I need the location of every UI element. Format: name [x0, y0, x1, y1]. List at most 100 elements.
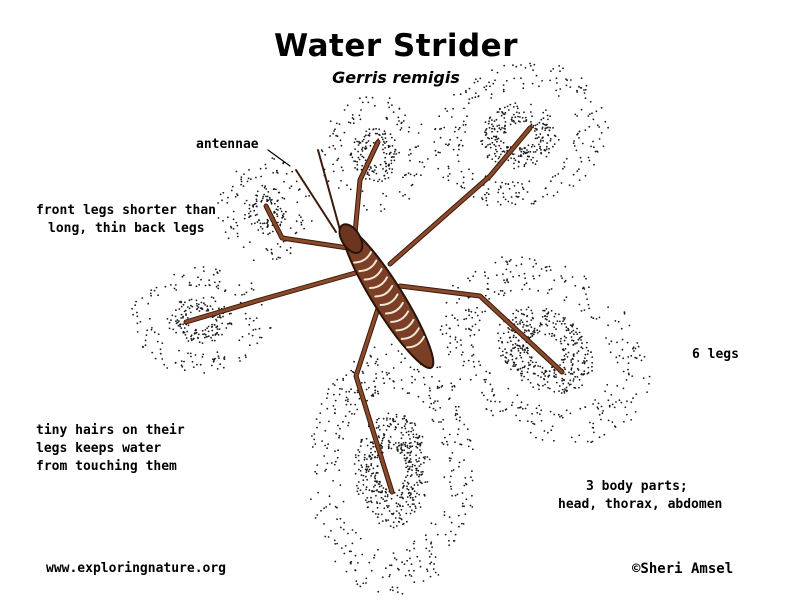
- abdomen-segment: [363, 267, 383, 281]
- stipple-dot: [389, 441, 391, 444]
- stipple-dot: [201, 342, 204, 344]
- stipple-dot: [485, 199, 488, 202]
- stipple-dot: [571, 276, 574, 278]
- stipple-dot: [168, 321, 171, 324]
- stipple-dot: [472, 346, 474, 348]
- stipple-dot: [243, 202, 246, 205]
- stipple-dot: [365, 582, 367, 584]
- stipple-dot: [398, 445, 400, 447]
- stipple-dot: [414, 507, 417, 509]
- stipple-dot: [405, 476, 407, 479]
- stipple-dot: [510, 157, 512, 160]
- stipple-dot: [313, 438, 316, 441]
- stipple-dot: [136, 311, 138, 314]
- stipple-dot: [590, 316, 593, 319]
- stipple-dot: [603, 433, 606, 436]
- stipple-dot: [544, 315, 546, 318]
- stipple-dot: [375, 127, 377, 130]
- stipple-dot: [403, 449, 405, 452]
- stipple-dot: [347, 121, 350, 124]
- stipple-dot: [400, 446, 403, 448]
- stipple-dot: [587, 349, 590, 352]
- stipple-dot: [608, 405, 611, 408]
- stipple-dot: [248, 207, 251, 210]
- stipple-dot: [588, 125, 591, 128]
- stipple-dot: [202, 266, 205, 268]
- stipple-dot: [528, 155, 530, 158]
- stipple-dot: [410, 430, 413, 433]
- stipple-dot: [349, 153, 352, 156]
- stipple-dot: [391, 104, 393, 106]
- stipple-dot: [386, 504, 388, 507]
- front-legs-label-line: front legs shorter than: [36, 203, 217, 218]
- stipple-dot: [559, 340, 562, 343]
- stipple-dot: [390, 343, 393, 346]
- stipple-dot: [262, 222, 264, 225]
- stipple-dot: [385, 491, 387, 494]
- stipple-dot: [446, 110, 449, 112]
- stipple-dot: [431, 375, 433, 378]
- stipple-dot: [527, 151, 530, 153]
- stipple-dot: [375, 172, 378, 175]
- stipple-dot: [366, 362, 369, 364]
- stipple-dot: [456, 182, 459, 185]
- stipple-dot: [401, 592, 404, 595]
- stipple-dot: [445, 332, 448, 335]
- stipple-dot: [583, 89, 585, 91]
- stipple-dot: [504, 281, 507, 284]
- stipple-dot: [568, 371, 570, 374]
- stipple-dot: [562, 378, 565, 381]
- stipple-dot: [588, 113, 591, 115]
- stipple-dot: [576, 115, 578, 117]
- stipple-dot: [578, 179, 581, 182]
- stipple-dot: [269, 198, 271, 201]
- stipple-dot: [170, 284, 172, 286]
- stipple-dot: [393, 153, 395, 155]
- stipple-dot: [208, 279, 211, 282]
- stipple-dot: [323, 507, 325, 510]
- stipple-dot: [527, 352, 529, 355]
- stipple-dot: [557, 138, 560, 141]
- stipple-dot: [521, 366, 524, 369]
- stipple-dot: [415, 173, 418, 176]
- water-strider: [183, 125, 565, 495]
- stipple-dot: [633, 350, 635, 352]
- stipple-dot: [224, 231, 227, 234]
- website-link[interactable]: www.exploringnature.org: [46, 561, 227, 576]
- stipple-dot: [334, 505, 337, 508]
- stipple-dot: [540, 268, 543, 270]
- stipple-dot: [249, 215, 251, 218]
- stipple-dot: [516, 323, 519, 325]
- stipple-dot: [581, 384, 583, 387]
- stipple-dot: [150, 289, 153, 291]
- stipple-dot: [568, 184, 571, 187]
- stipple-dot: [245, 291, 248, 294]
- stipple-dot: [598, 316, 601, 319]
- stipple-dot: [533, 329, 536, 332]
- stipple-dot: [531, 412, 533, 415]
- stipple-dot: [607, 419, 610, 422]
- stipple-dot: [580, 108, 583, 111]
- stipple-dot: [372, 394, 374, 397]
- stipple-dot: [381, 437, 384, 440]
- stipple-dot: [197, 336, 199, 339]
- stipple-dot: [365, 437, 368, 440]
- stipple-dot: [456, 154, 459, 157]
- stipple-dot: [614, 320, 617, 322]
- stipple-dot: [581, 142, 584, 145]
- stipple-dot: [273, 158, 276, 160]
- stipple-dot: [372, 467, 375, 470]
- stipple-dot: [195, 285, 198, 288]
- stipple-dot: [454, 441, 456, 443]
- stipple-dot: [595, 318, 598, 320]
- stipple-dot: [607, 306, 609, 308]
- stipple-dot: [520, 319, 523, 322]
- stipple-dot: [456, 413, 459, 415]
- stipple-dot: [563, 335, 566, 338]
- stipple-dot: [248, 204, 251, 206]
- stipple-dot: [391, 136, 393, 139]
- stipple-dot: [439, 366, 441, 368]
- stipple-dot: [357, 493, 360, 495]
- stipple-dot: [374, 362, 377, 365]
- stipple-dot: [491, 158, 494, 161]
